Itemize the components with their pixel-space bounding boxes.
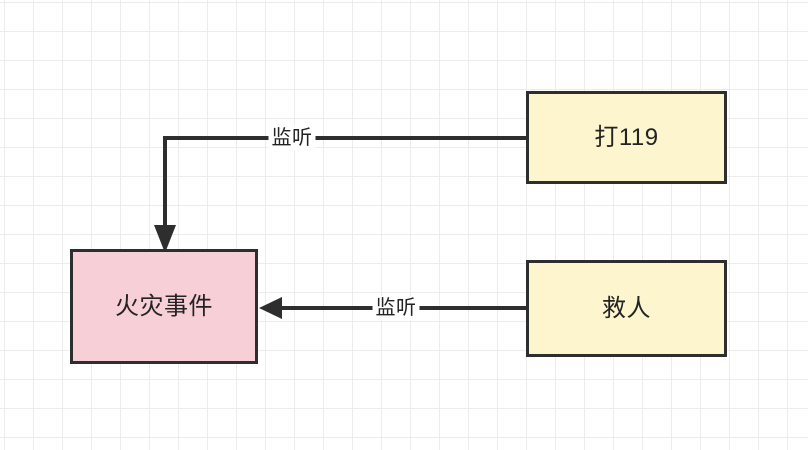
node-fire-event-label: 火灾事件	[115, 292, 213, 320]
node-call-119-label: 打119	[594, 123, 659, 151]
edge-rescue-to-fire-arrowhead	[259, 297, 282, 319]
node-rescue-people[interactable]: 救人	[526, 260, 727, 357]
edge-label-rescue-to-fire: 监听	[372, 296, 420, 320]
node-fire-event[interactable]: 火灾事件	[70, 249, 258, 364]
node-call-119[interactable]: 打119	[526, 91, 727, 184]
edge-call119-to-fire	[154, 136, 526, 253]
node-rescue-people-label: 救人	[602, 294, 651, 322]
edge-label-call119-to-fire: 监听	[268, 126, 316, 150]
edge-call119-to-fire-path	[163, 136, 526, 240]
